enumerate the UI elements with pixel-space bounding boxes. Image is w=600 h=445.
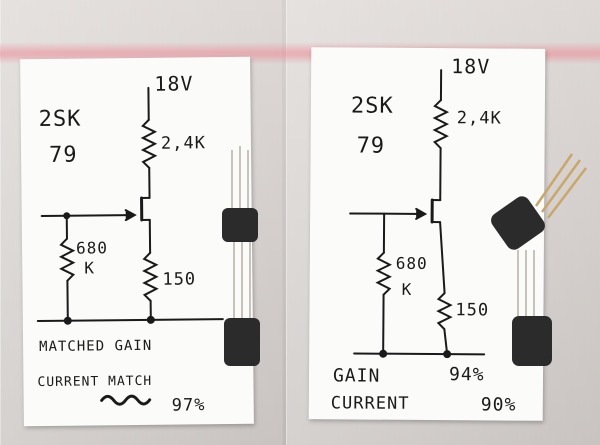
left-current-percent: 97% [171,395,206,416]
right-gain-percent: 94% [448,364,485,386]
left-supply-voltage: 18V [154,71,194,96]
left-gate-resistor-unit: K [84,258,96,278]
left-part-number-line1: 2SK [38,106,82,133]
left-current-match-label: CURRENT MATCH [37,373,153,391]
right-gain-label: GAIN [332,365,381,387]
right-source-resistor-label: 150 [455,300,490,321]
right-part-number-line2: 79 [356,133,386,159]
right-gate-resistor-value: 680 [395,253,428,274]
right-gate-resistor-unit: K [401,279,413,299]
left-caption-matched-gain: MATCHED GAIN [39,337,153,356]
left-schematic-card: 2SK 79 18V 2,4K 680 K 150 MATCHED GAIN C… [20,56,254,427]
right-current-label: CURRENT [330,393,410,414]
right-part-number-line1: 2SK [350,93,394,119]
left-source-resistor-label: 150 [162,269,197,290]
right-schematic-card: 2SK 79 18V 2,4K 680 K 150 GAIN 94% CURRE… [308,47,546,421]
right-supply-voltage: 18V [451,54,491,79]
left-transistor-pair [222,146,260,366]
left-gate-resistor-value: 680 [75,238,109,258]
left-circuit-drawing [36,86,224,406]
right-transistor-pair [491,153,587,366]
left-part-number-line2: 79 [48,142,78,168]
left-drain-resistor-label: 2,4K [160,133,207,154]
right-current-percent: 90% [480,394,517,416]
right-drain-resistor-label: 2,4K [456,108,502,129]
right-circuit-drawing [349,69,486,359]
